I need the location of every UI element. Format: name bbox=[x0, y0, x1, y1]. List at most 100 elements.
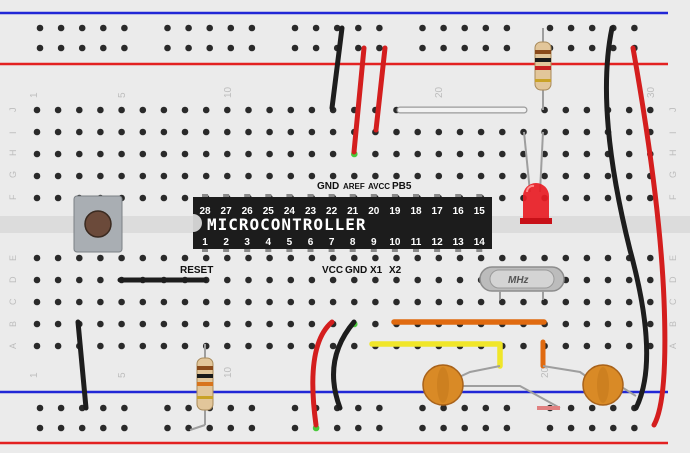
row-letter-d-right: D bbox=[668, 276, 678, 283]
chip-lead bbox=[202, 248, 208, 252]
breadboard-hole bbox=[248, 424, 256, 432]
breadboard-hole bbox=[604, 172, 612, 180]
row-letter-f-right: F bbox=[668, 194, 678, 200]
breadboard-hole bbox=[499, 194, 506, 202]
breadboard-hole bbox=[181, 342, 189, 350]
breadboard-hole bbox=[631, 24, 638, 32]
chip-lead bbox=[349, 248, 356, 252]
breadboard-hole bbox=[287, 106, 295, 114]
col-number-bottom-10: 10 bbox=[223, 366, 234, 378]
row-letter-g-left: G bbox=[8, 171, 18, 178]
breadboard-hole bbox=[160, 342, 168, 350]
breadboard-hole bbox=[164, 404, 171, 412]
breadboard-hole bbox=[57, 24, 65, 32]
breadboard-hole bbox=[435, 298, 443, 306]
breadboard-hole bbox=[308, 342, 316, 350]
breadboard-hole bbox=[54, 298, 62, 306]
breadboard-hole bbox=[287, 128, 295, 136]
breadboard-hole bbox=[266, 106, 273, 114]
breadboard-hole bbox=[224, 320, 231, 328]
breadboard-hole bbox=[435, 172, 443, 180]
breadboard-hole bbox=[76, 106, 83, 114]
breadboard-hole bbox=[562, 106, 570, 114]
breadboard-hole bbox=[588, 424, 596, 432]
chip-lead bbox=[391, 248, 398, 252]
push-button-icon bbox=[73, 195, 123, 253]
breadboard-hole bbox=[372, 254, 379, 262]
breadboard-hole bbox=[139, 172, 147, 180]
breadboard-hole bbox=[440, 404, 447, 412]
breadboard-hole bbox=[583, 320, 591, 328]
chip-lead bbox=[391, 194, 398, 198]
breadboard-hole bbox=[202, 320, 210, 328]
breadboard-hole bbox=[181, 320, 189, 328]
breadboard-hole bbox=[291, 404, 299, 412]
breadboard-hole bbox=[329, 298, 337, 306]
black-wire-button-gnd bbox=[75, 319, 89, 411]
breadboard-hole bbox=[625, 150, 633, 158]
breadboard-hole bbox=[647, 276, 654, 284]
breadboard-hole bbox=[546, 424, 554, 432]
breadboard-hole bbox=[181, 298, 189, 306]
chip-pin-label: 7 bbox=[329, 237, 335, 248]
chip-pin-label: 19 bbox=[389, 206, 401, 217]
breadboard-hole bbox=[139, 128, 147, 136]
breadboard-hole bbox=[139, 342, 147, 350]
chip-pin-label: 4 bbox=[266, 237, 272, 248]
breadboard-hole bbox=[245, 172, 252, 180]
chip-pin-label: 5 bbox=[287, 237, 293, 248]
breadboard-hole bbox=[139, 106, 147, 114]
breadboard-hole bbox=[121, 424, 128, 432]
breadboard-hole bbox=[54, 150, 62, 158]
breadboard-hole bbox=[160, 320, 168, 328]
breadboard-hole bbox=[54, 342, 62, 350]
breadboard-hole bbox=[33, 298, 41, 306]
breadboard-hole bbox=[414, 254, 422, 262]
chip-pin-label: 12 bbox=[432, 237, 444, 248]
chip-pin-label: 6 bbox=[308, 237, 314, 248]
breadboard-hole bbox=[482, 44, 490, 52]
breadboard-hole bbox=[567, 44, 575, 52]
breadboard-hole bbox=[567, 404, 575, 412]
chip-pin-label: 23 bbox=[305, 206, 317, 217]
breadboard-hole bbox=[266, 320, 273, 328]
breadboard-hole bbox=[160, 172, 168, 180]
breadboard-hole bbox=[610, 44, 617, 52]
breadboard-hole bbox=[160, 194, 168, 202]
chip-lead bbox=[434, 194, 441, 198]
breadboard-hole bbox=[562, 128, 570, 136]
breadboard-hole bbox=[610, 404, 617, 412]
col-number-top-10: 10 bbox=[223, 86, 234, 98]
breadboard-hole bbox=[181, 150, 189, 158]
breadboard-hole bbox=[456, 298, 464, 306]
breadboard-hole bbox=[372, 298, 379, 306]
breadboard-hole bbox=[562, 172, 570, 180]
breadboard-hole bbox=[477, 172, 485, 180]
chip-lead bbox=[265, 248, 272, 252]
breadboard-hole bbox=[139, 298, 147, 306]
breadboard-hole bbox=[100, 44, 107, 52]
breadboard-hole bbox=[393, 150, 400, 158]
breadboard-hole bbox=[121, 44, 128, 52]
breadboard-hole bbox=[245, 106, 252, 114]
col-number-top-5: 5 bbox=[117, 92, 128, 98]
breadboard-hole bbox=[36, 24, 44, 32]
breadboard-hole bbox=[227, 24, 235, 32]
breadboard-hole bbox=[435, 254, 443, 262]
breadboard-hole bbox=[541, 254, 548, 262]
col-number-bottom-1: 1 bbox=[29, 372, 40, 378]
chip-pin-label: 3 bbox=[244, 237, 250, 248]
breadboard-hole bbox=[414, 276, 422, 284]
breadboard-hole bbox=[308, 172, 316, 180]
breadboard-hole bbox=[562, 298, 570, 306]
breadboard-hole bbox=[414, 150, 422, 158]
chip-pin-label: 26 bbox=[242, 206, 254, 217]
breadboard-hole bbox=[419, 44, 426, 52]
breadboard-hole bbox=[202, 254, 210, 262]
capacitor-icon-2 bbox=[542, 364, 637, 406]
breadboard-hole bbox=[121, 24, 128, 32]
breadboard-hole bbox=[435, 150, 443, 158]
breadboard-hole bbox=[266, 172, 273, 180]
breadboard-hole bbox=[245, 276, 252, 284]
